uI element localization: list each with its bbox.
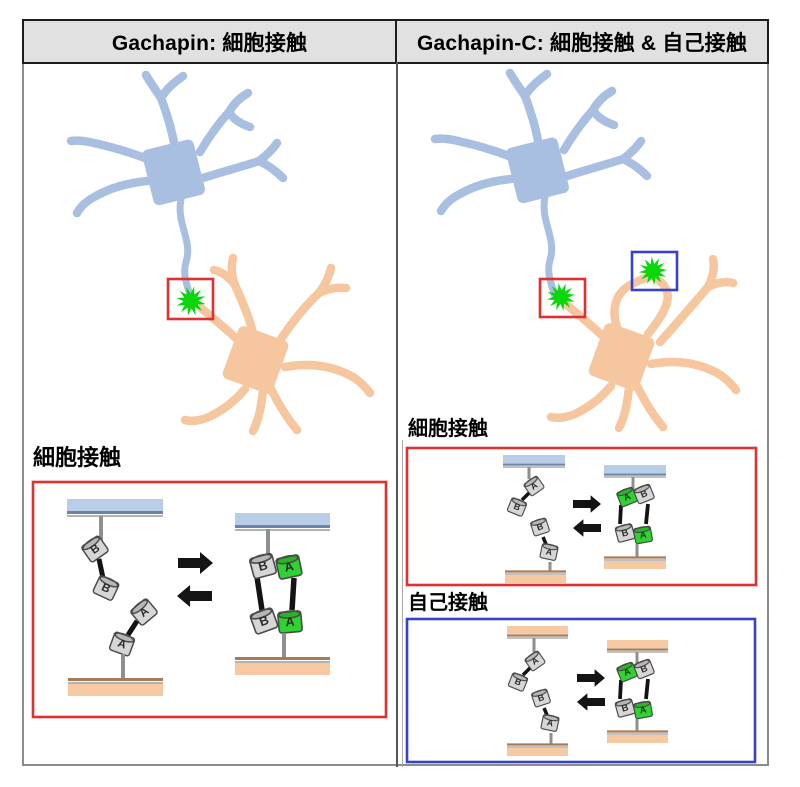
svg-text:B: B (257, 613, 270, 629)
unbound-state: A B B A (503, 455, 566, 583)
unbound-state: A B B A (507, 626, 568, 756)
domain-a: A (522, 474, 546, 498)
bound-state: A B B A (607, 640, 668, 743)
domain-a-fluorescent: A (632, 699, 654, 720)
svg-text:B: B (535, 521, 544, 532)
bound-state: A B B A (604, 465, 666, 569)
header-left-cell: Gachapin: 細胞接触 (22, 19, 397, 64)
bound-state: B A B A (235, 513, 330, 675)
svg-text:A: A (639, 704, 648, 715)
svg-text:A: A (529, 655, 540, 667)
svg-text:A: A (622, 491, 632, 503)
self-contact-inset-border (405, 617, 757, 764)
orange-neuron (185, 253, 370, 431)
self-contact-highlight-box (630, 250, 679, 292)
header-left-title: Gachapin: 細胞接触 (111, 31, 308, 55)
svg-text:B: B (513, 676, 523, 688)
svg-text:B: B (257, 558, 269, 574)
self-contact-inset-title: 自己接触 (408, 592, 488, 614)
domain-a-fluorescent: A (276, 609, 304, 635)
cell-contact-inset: A B B A A B B A (405, 446, 758, 587)
cell-contact-highlight-box (538, 277, 587, 319)
svg-text:A: A (622, 666, 632, 678)
domain-b: B (248, 551, 278, 580)
membrane-orange (68, 678, 163, 696)
svg-text:B: B (536, 692, 545, 703)
domain-b: B (91, 573, 121, 602)
domain-b: B (530, 687, 552, 708)
membrane-blue (67, 499, 163, 517)
header-right-cell: Gachapin-C: 細胞接触 & 自己接触 (395, 19, 769, 64)
domain-a-fluorescent: A (615, 660, 639, 683)
cell-contact-inset-title-left: 細胞接触 (33, 445, 122, 470)
left-panel-canvas: B B A A (31, 63, 388, 719)
domain-b: B (79, 534, 110, 564)
orange-neuron (551, 254, 736, 428)
domain-a: A (108, 630, 137, 658)
svg-text:A: A (285, 615, 295, 630)
blue-neuron (435, 73, 647, 297)
svg-text:B: B (620, 702, 629, 713)
svg-text:A: A (545, 546, 554, 557)
cell-contact-inset-border (405, 446, 758, 587)
domain-a: A (128, 596, 159, 627)
membrane-orange (235, 657, 330, 675)
domain-a: A (540, 713, 560, 733)
domain-b: B (614, 697, 636, 719)
unbound-state: B B A A (67, 499, 163, 696)
cell-contact-inset: B B A A (31, 480, 388, 719)
domain-a: A (523, 649, 547, 673)
svg-text:A: A (528, 480, 539, 492)
svg-text:B: B (620, 527, 629, 538)
domain-b: B (529, 516, 551, 537)
svg-text:A: A (283, 559, 295, 575)
domain-b: B (614, 522, 636, 544)
domain-b: B (507, 671, 529, 693)
domain-a-fluorescent: A (615, 485, 639, 508)
svg-text:B: B (512, 501, 522, 513)
molecule-a: A A (108, 596, 159, 658)
domain-b: B (632, 657, 656, 680)
cell-contact-inset-title-right: 細胞接触 (408, 418, 488, 440)
self-contact-inset: A B B A A B B A (405, 617, 757, 764)
domain-b: B (248, 605, 280, 636)
bound-complex: B A B A (248, 551, 304, 636)
column-divider-inner (402, 440, 403, 767)
svg-text:B: B (639, 663, 649, 675)
domain-b: B (506, 496, 528, 518)
right-panel-canvas: A B B A A B B A (405, 63, 758, 764)
header-right-title: Gachapin-C: 細胞接触 & 自己接触 (416, 31, 748, 55)
column-divider (396, 62, 398, 767)
blue-neuron (71, 75, 283, 299)
svg-text:A: A (639, 529, 648, 540)
molecule-b: B B (79, 534, 121, 602)
domain-a-fluorescent: A (632, 524, 654, 545)
svg-text:B: B (639, 488, 649, 500)
membrane-blue (235, 513, 330, 531)
svg-text:A: A (546, 717, 555, 728)
cell-contact-highlight-box (166, 277, 215, 321)
domain-b: B (632, 482, 656, 505)
domain-a-fluorescent: A (274, 553, 304, 581)
domain-a: A (539, 542, 559, 562)
